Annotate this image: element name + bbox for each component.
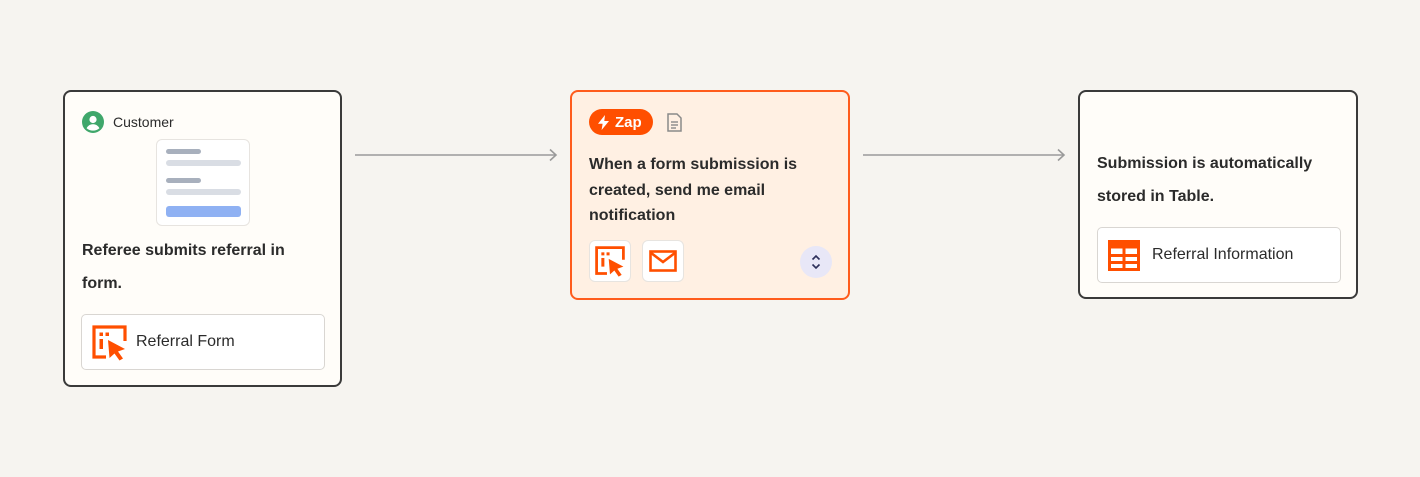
email-icon bbox=[649, 250, 677, 272]
step-description: Referee submits referral in form. bbox=[82, 242, 285, 292]
customer-step-card[interactable]: Customer Referee submits referral in for… bbox=[63, 90, 342, 387]
form-preview-illustration bbox=[156, 139, 250, 226]
zap-step-card[interactable]: Zap When a form submission is created, s… bbox=[570, 90, 850, 300]
flow-arrow-icon bbox=[863, 148, 1066, 162]
referral-information-chip[interactable]: Referral Information bbox=[1097, 227, 1341, 283]
lightning-bolt-icon bbox=[598, 114, 609, 130]
email-app-step[interactable] bbox=[642, 240, 684, 282]
document-icon[interactable] bbox=[667, 113, 682, 132]
step-description: Submission is automatically stored in Ta… bbox=[1097, 155, 1313, 205]
role-name: Customer bbox=[113, 114, 174, 130]
table-icon bbox=[1108, 239, 1140, 271]
table-step-card[interactable]: Submission is automatically stored in Ta… bbox=[1078, 90, 1358, 299]
role-label: Customer bbox=[82, 111, 174, 133]
app-label: Referral Information bbox=[1152, 246, 1294, 263]
step-description: When a form submission is created, send … bbox=[589, 156, 798, 224]
zap-badge-label: Zap bbox=[615, 113, 642, 131]
zap-badge: Zap bbox=[589, 109, 653, 135]
form-app-step[interactable] bbox=[589, 240, 631, 282]
form-icon bbox=[92, 324, 127, 360]
form-icon bbox=[595, 246, 625, 277]
flow-arrow-icon bbox=[355, 148, 558, 162]
referral-form-chip[interactable]: Referral Form bbox=[81, 314, 325, 370]
chevron-up-down-icon bbox=[811, 254, 821, 270]
user-icon bbox=[82, 111, 104, 133]
expand-collapse-button[interactable] bbox=[800, 246, 832, 278]
app-label: Referral Form bbox=[136, 333, 235, 350]
